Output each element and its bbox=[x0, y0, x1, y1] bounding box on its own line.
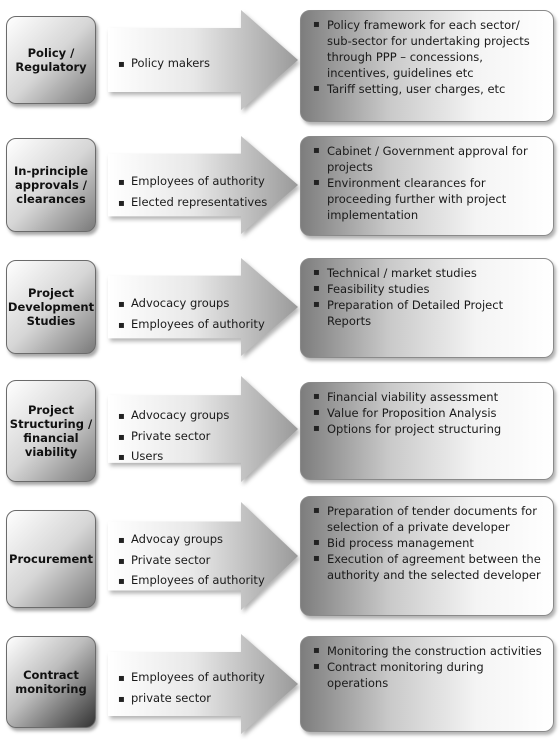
stakeholder-label: Employees of authority bbox=[131, 670, 265, 684]
stage-title: Procurement bbox=[9, 552, 93, 566]
activity-item: Technical / market studies bbox=[313, 265, 545, 281]
stakeholder-label: Advocacy groups bbox=[131, 296, 230, 310]
activity-list: Monitoring the construction activitiesCo… bbox=[301, 637, 553, 691]
stakeholder-item: Users bbox=[118, 447, 229, 468]
stakeholder-label: Employees of authority bbox=[131, 573, 265, 587]
stakeholder-label: Employees of authority bbox=[131, 316, 265, 331]
stakeholder-label: Private sector bbox=[131, 552, 211, 567]
stakeholder-label: Elected representatives bbox=[131, 194, 268, 209]
stakeholder-item: Private sector bbox=[118, 427, 229, 448]
activity-box: Financial viability assessmentValue for … bbox=[300, 382, 554, 480]
stakeholder-list: Employees of authorityElected representa… bbox=[118, 172, 267, 213]
activity-item: Financial viability assessment bbox=[313, 389, 545, 405]
stage-title: Contract monitoring bbox=[15, 668, 87, 696]
stakeholder-arrow: Employees of authorityElected representa… bbox=[108, 136, 298, 234]
activity-item: Cabinet / Government approval for projec… bbox=[313, 143, 545, 175]
stage-label-box: Procurement bbox=[6, 510, 96, 608]
activity-item: Bid process management bbox=[313, 535, 545, 551]
activity-item: Execution of agreement between the autho… bbox=[313, 551, 545, 583]
activity-label: Preparation of tender documents for sele… bbox=[327, 504, 537, 534]
activity-list: Technical / market studiesFeasibility st… bbox=[301, 259, 553, 329]
stakeholder-list: Advocacy groupsPrivate sectorUsers bbox=[118, 406, 229, 468]
activity-item: Preparation of Detailed Project Reports bbox=[313, 297, 545, 329]
stakeholder-label: Private sector bbox=[131, 428, 211, 443]
activity-label: Execution of agreement between the autho… bbox=[327, 552, 541, 582]
stakeholder-list: Advocacy groupsEmployees of authority bbox=[118, 294, 265, 335]
activity-item: Preparation of tender documents for sele… bbox=[313, 503, 545, 535]
activity-label: Cabinet / Government approval for projec… bbox=[327, 144, 528, 174]
activity-label: Options for project structuring bbox=[327, 422, 502, 436]
stakeholder-label: Users bbox=[131, 449, 164, 463]
activity-list: Cabinet / Government approval for projec… bbox=[301, 137, 553, 223]
stakeholder-arrow: Advocacy groupsEmployees of authority bbox=[108, 258, 298, 356]
activity-label: Value for Proposition Analysis bbox=[327, 406, 497, 420]
stakeholder-list: Advocay groupsPrivate sectorEmployees of… bbox=[118, 530, 265, 592]
stakeholder-label: Advocay groups bbox=[131, 532, 224, 546]
stakeholder-label: Advocacy groups bbox=[131, 408, 230, 422]
stakeholder-item: Private sector bbox=[118, 551, 265, 572]
stage-label-box: Contract monitoring bbox=[6, 636, 96, 728]
activity-label: Bid process management bbox=[327, 536, 474, 550]
activity-list: Policy framework for each sector/ sub-se… bbox=[301, 11, 553, 97]
activity-label: Tariff setting, user charges, etc bbox=[327, 82, 506, 96]
activity-item: Tariff setting, user charges, etc bbox=[313, 81, 545, 97]
stakeholder-item: Advocacy groups bbox=[118, 406, 229, 427]
activity-item: Options for project structuring bbox=[313, 421, 545, 437]
stage-label-box: Policy / Regulatory bbox=[6, 16, 96, 104]
stakeholder-label: Employees of authority bbox=[131, 174, 265, 188]
activity-item: Feasibility studies bbox=[313, 281, 545, 297]
stakeholder-list: Employees of authority private sector bbox=[118, 668, 265, 709]
activity-list: Preparation of tender documents for sele… bbox=[301, 497, 553, 583]
stakeholder-arrow: Employees of authority private sector bbox=[108, 634, 298, 734]
stakeholder-item: Policy makers bbox=[118, 54, 210, 75]
stakeholder-arrow: Advocay groupsPrivate sectorEmployees of… bbox=[108, 502, 298, 610]
stage-title: Project Structuring / financial viabilit… bbox=[9, 403, 93, 459]
activity-box: Technical / market studiesFeasibility st… bbox=[300, 258, 554, 358]
stakeholder-item: Advocay groups bbox=[118, 530, 265, 551]
activity-box: Preparation of tender documents for sele… bbox=[300, 496, 554, 616]
stakeholder-arrow: Policy makers bbox=[108, 10, 298, 110]
activity-label: Preparation of Detailed Project Reports bbox=[327, 298, 504, 328]
stakeholder-item: Employees of authority bbox=[118, 172, 267, 193]
stakeholder-arrow: Advocacy groupsPrivate sectorUsers bbox=[108, 376, 298, 482]
activity-item: Monitoring the construction activities bbox=[313, 643, 545, 659]
activity-item: Value for Proposition Analysis bbox=[313, 405, 545, 421]
activity-label: Technical / market studies bbox=[327, 266, 477, 280]
activity-label: Environment clearances for proceeding fu… bbox=[327, 176, 507, 222]
activity-label: Feasibility studies bbox=[327, 282, 430, 296]
activity-item: Contract monitoring during operations bbox=[313, 659, 545, 691]
stakeholder-label: Policy makers bbox=[131, 56, 211, 70]
stakeholder-item: Elected representatives bbox=[118, 193, 267, 214]
activity-label: Contract monitoring during operations bbox=[327, 660, 484, 690]
stakeholder-item: Employees of authority bbox=[118, 571, 265, 592]
activity-box: Policy framework for each sector/ sub-se… bbox=[300, 10, 554, 122]
stakeholder-item: private sector bbox=[118, 689, 265, 710]
stakeholder-item: Employees of authority bbox=[118, 315, 265, 336]
activity-box: Monitoring the construction activitiesCo… bbox=[300, 636, 554, 732]
stakeholder-label: private sector bbox=[131, 690, 211, 705]
activity-box: Cabinet / Government approval for projec… bbox=[300, 136, 554, 236]
activity-item: Environment clearances for proceeding fu… bbox=[313, 175, 545, 223]
stage-title: Policy / Regulatory bbox=[15, 46, 87, 74]
activity-list: Financial viability assessmentValue for … bbox=[301, 383, 553, 437]
activity-label: Financial viability assessment bbox=[327, 390, 499, 404]
activity-item: Policy framework for each sector/ sub-se… bbox=[313, 17, 545, 81]
stage-title: In-principle approvals / clearances bbox=[13, 164, 88, 206]
stage-title: Project Development Studies bbox=[7, 286, 95, 328]
stakeholder-list: Policy makers bbox=[118, 54, 210, 75]
activity-label: Policy framework for each sector/ sub-se… bbox=[327, 18, 530, 80]
activity-label: Monitoring the construction activities bbox=[327, 644, 542, 658]
stage-label-box: Project Development Studies bbox=[6, 260, 96, 354]
stage-label-box: Project Structuring / financial viabilit… bbox=[6, 380, 96, 482]
stage-label-box: In-principle approvals / clearances bbox=[6, 138, 96, 232]
stakeholder-item: Employees of authority bbox=[118, 668, 265, 689]
stakeholder-item: Advocacy groups bbox=[118, 294, 265, 315]
